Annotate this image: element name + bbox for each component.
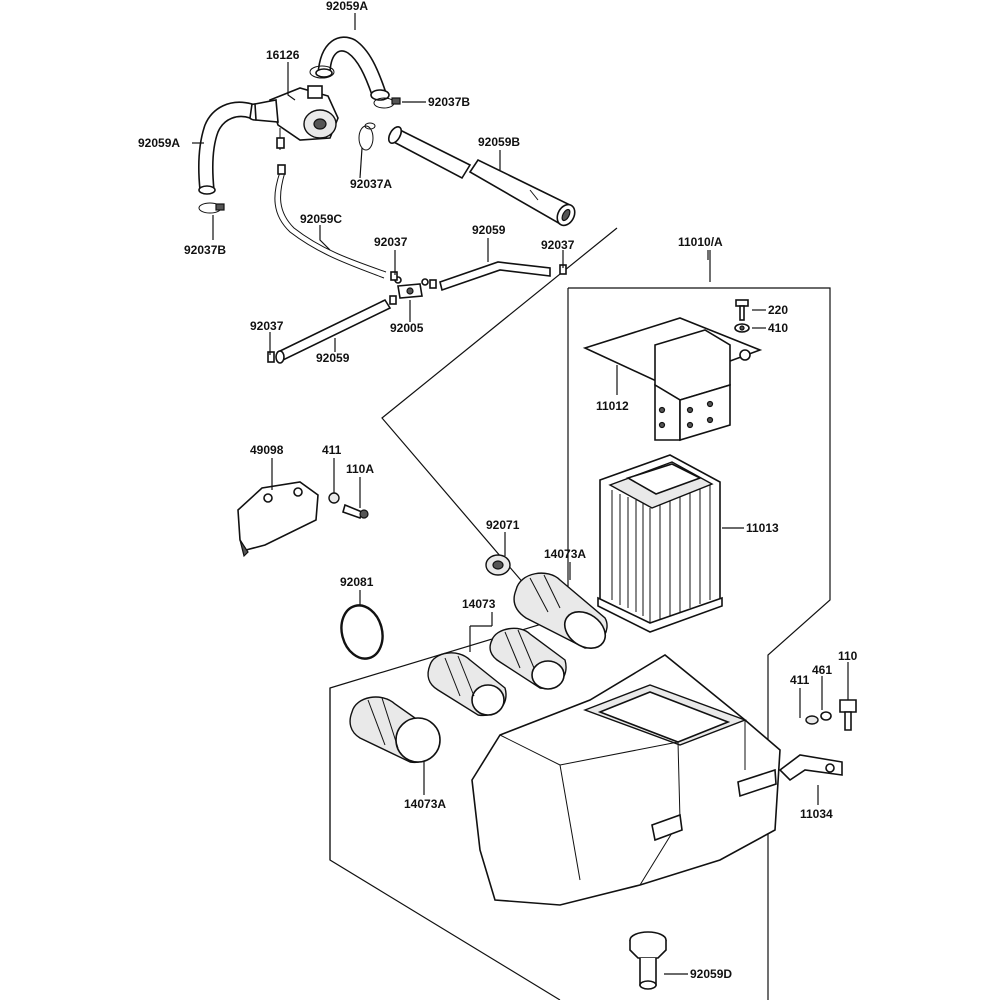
label-92037B-left: 92037B	[184, 243, 226, 257]
bracket-11034	[778, 699, 857, 782]
label-411-left: 411	[322, 443, 342, 457]
hose-92059A-left	[198, 101, 253, 214]
label-92037-right: 92037	[541, 238, 575, 252]
oring-92081	[340, 604, 384, 660]
label-92081: 92081	[340, 575, 374, 589]
cover-11012	[582, 317, 763, 442]
fitting-92005	[390, 271, 429, 299]
label-92059B: 92059B	[478, 135, 520, 149]
valve-16126	[246, 85, 339, 150]
duct-14073A-lower	[349, 696, 441, 764]
label-92005: 92005	[390, 321, 424, 335]
drain-92059D	[629, 931, 667, 990]
label-49098: 49098	[250, 443, 284, 457]
hose-92059B	[387, 126, 576, 227]
filter-element-11013	[597, 454, 723, 633]
label-92037-mid: 92037	[374, 235, 408, 249]
clamp-top	[309, 65, 401, 109]
label-92071: 92071	[486, 518, 520, 532]
label-411-right: 411	[790, 673, 810, 687]
label-11013: 11013	[746, 521, 779, 535]
leader-lines	[192, 13, 849, 975]
bracket-49098	[237, 481, 369, 558]
bolt-220	[734, 299, 750, 333]
label-92059-mid: 92059	[472, 223, 506, 237]
hose-92059-low	[267, 295, 397, 364]
label-461: 461	[812, 663, 832, 677]
label-11012: 11012	[596, 399, 629, 413]
label-110: 110	[838, 649, 858, 663]
label-92059C: 92059C	[300, 212, 342, 226]
label-92037B-right: 92037B	[428, 95, 470, 109]
label-92059D: 92059D	[690, 967, 732, 981]
label-92059A-top: 92059A	[326, 0, 368, 13]
label-11034: 11034	[800, 807, 833, 821]
label-16126: 16126	[266, 48, 300, 62]
label-110A: 110A	[346, 462, 374, 476]
label-14073A-upper: 14073A	[544, 547, 586, 561]
duct-14073A-upper	[513, 572, 608, 649]
seal-92071	[485, 554, 511, 576]
clamp-92037A	[358, 122, 376, 151]
label-410: 410	[768, 321, 788, 335]
label-92059-low: 92059	[316, 351, 350, 365]
label-92059A-left: 92059A	[138, 136, 180, 150]
air-box-housing	[471, 654, 781, 906]
part-labels: 92059A 16126 92037B 92059A 92037A 92059B…	[138, 0, 858, 981]
label-14073A-lower: 14073A	[404, 797, 446, 811]
label-220: 220	[768, 303, 788, 317]
label-14073: 14073	[462, 597, 496, 611]
hose-92059-mid	[429, 261, 567, 292]
label-11010A: 11010/A	[678, 235, 723, 249]
label-92037A: 92037A	[350, 177, 392, 191]
hose-92059A-top	[315, 36, 390, 101]
hose-92059C	[274, 164, 387, 279]
duct-14073-left	[427, 652, 507, 717]
duct-14073-right	[489, 627, 567, 690]
label-92037-left: 92037	[250, 319, 284, 333]
